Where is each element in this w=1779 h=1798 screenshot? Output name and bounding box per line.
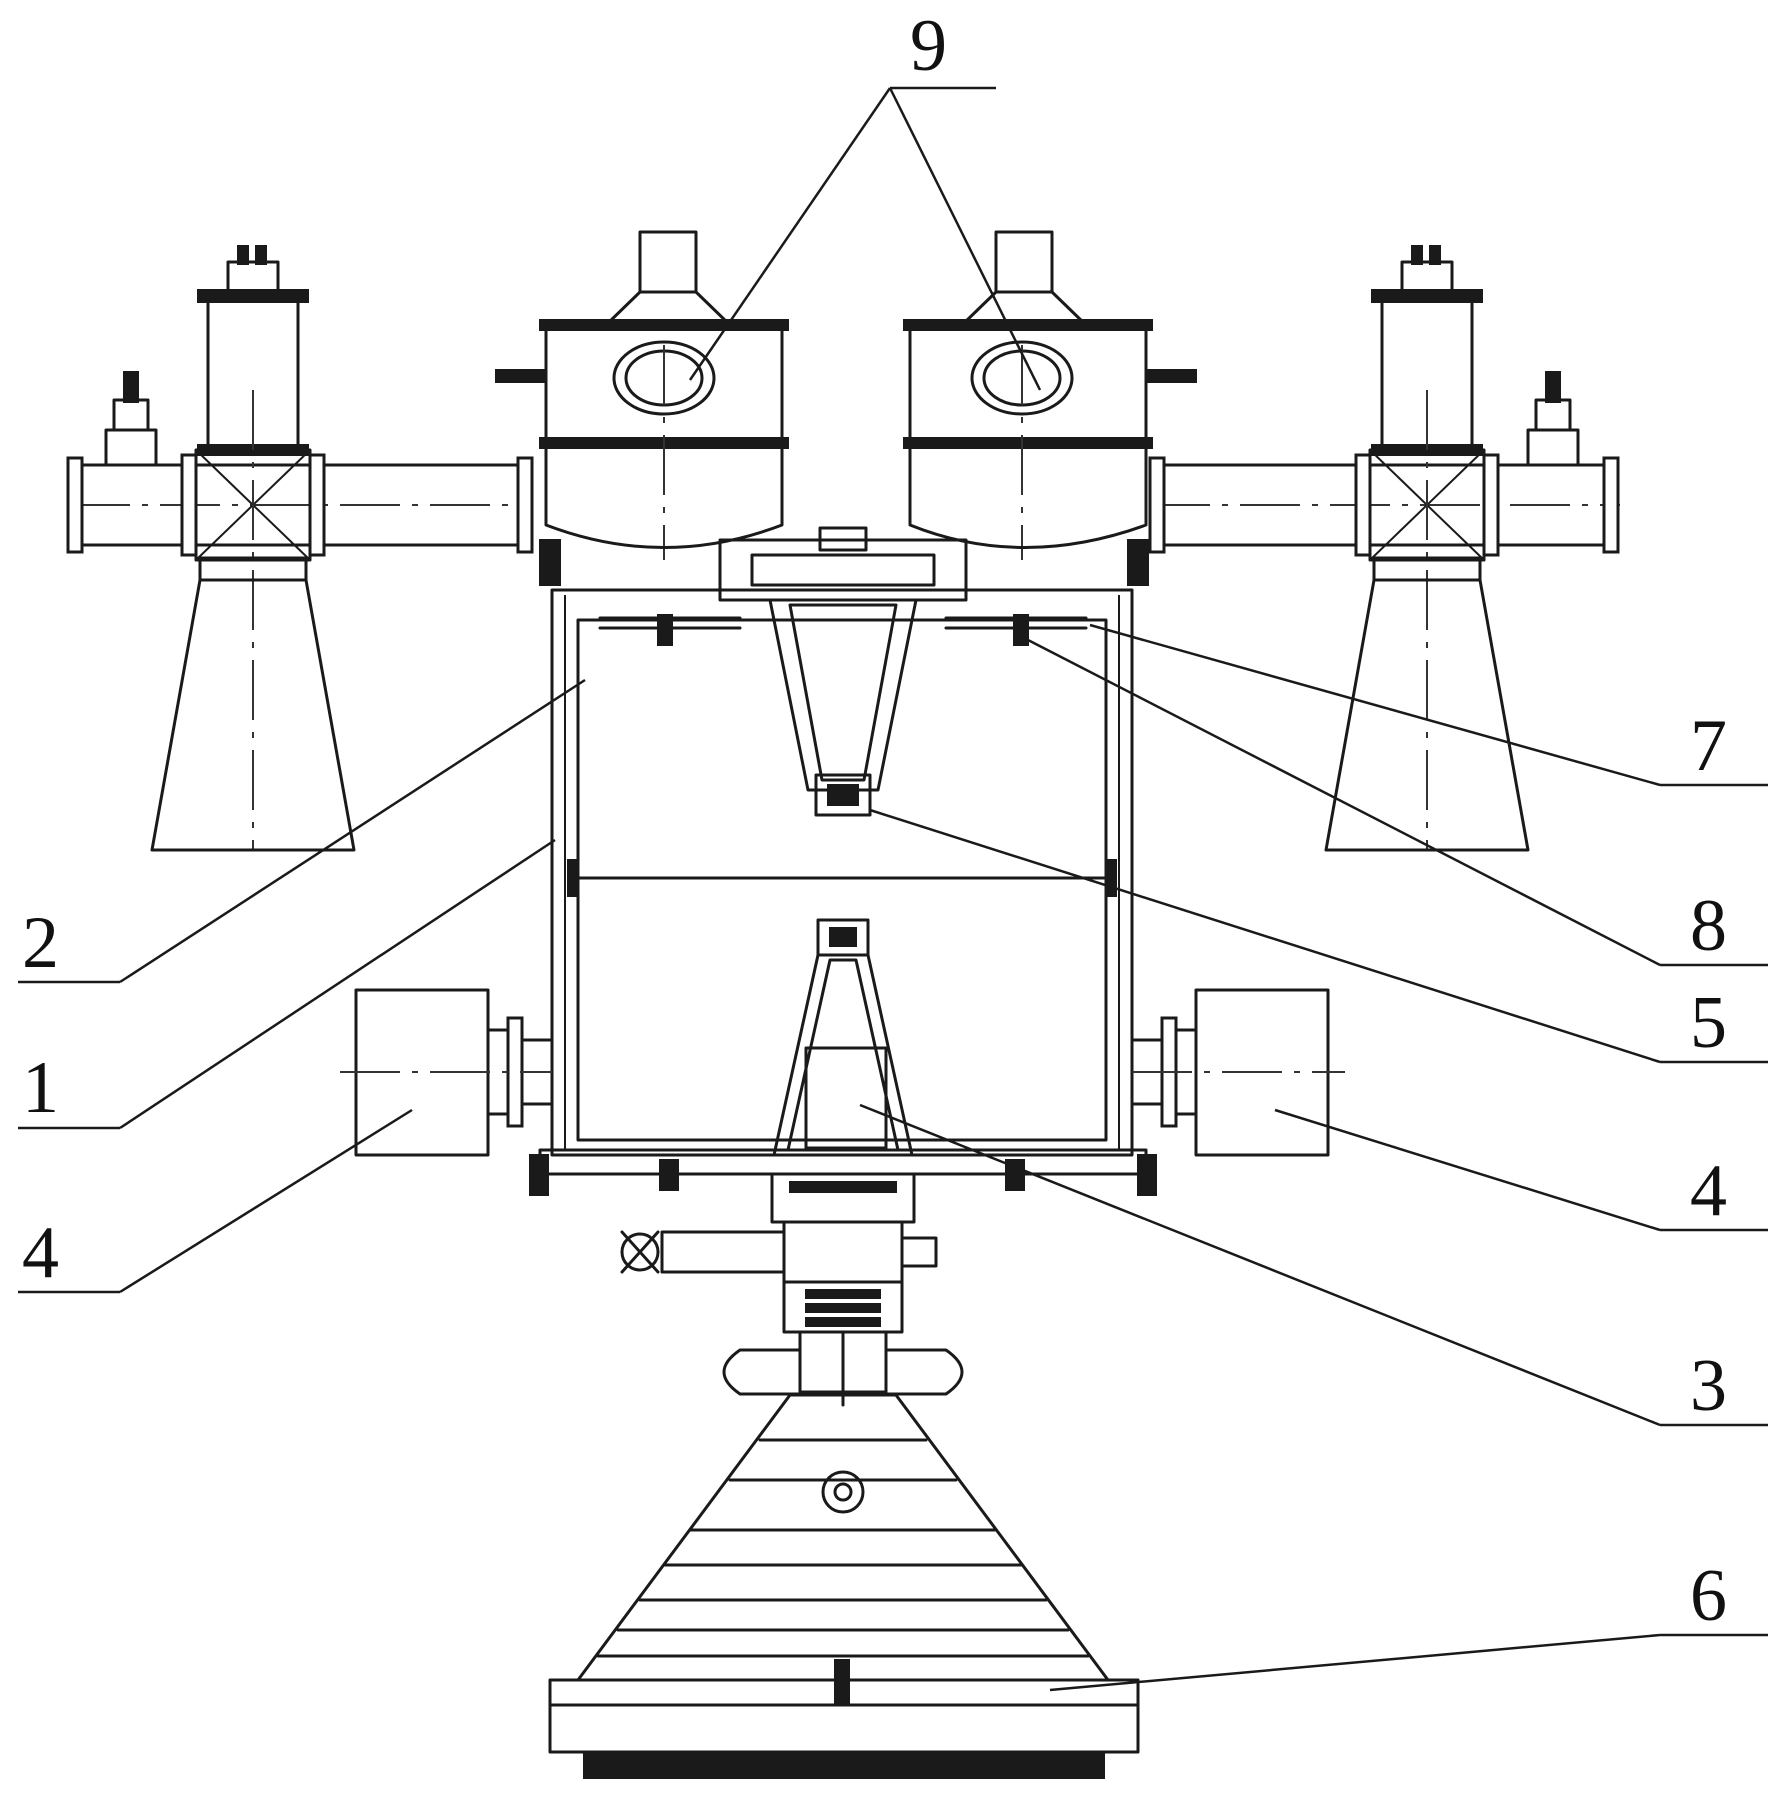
- label-8: 8: [1690, 885, 1727, 967]
- main-vessel: [529, 588, 1157, 1196]
- top-bridge: [539, 526, 1149, 602]
- leader-lines: [18, 86, 1768, 1692]
- label-2: 2: [22, 902, 59, 984]
- label-4-left: 4: [22, 1212, 59, 1294]
- label-7: 7: [1690, 705, 1727, 787]
- label-4-right: 4: [1690, 1150, 1727, 1232]
- base-cone: [548, 1393, 1140, 1779]
- label-1: 1: [22, 1047, 59, 1129]
- right-hopper: [903, 230, 1197, 560]
- right-arm-assembly: [1148, 245, 1620, 852]
- label-5: 5: [1690, 982, 1727, 1064]
- label-9: 9: [910, 5, 947, 87]
- left-hopper: [495, 230, 789, 560]
- drive-shaft: [620, 1172, 964, 1407]
- side-weights: [340, 988, 1345, 1157]
- callout-labels: 9 7 8 5 4 3 6 2 1 4: [22, 5, 1727, 1637]
- left-arm-assembly: [66, 245, 534, 852]
- label-6: 6: [1690, 1555, 1727, 1637]
- label-3: 3: [1690, 1345, 1727, 1427]
